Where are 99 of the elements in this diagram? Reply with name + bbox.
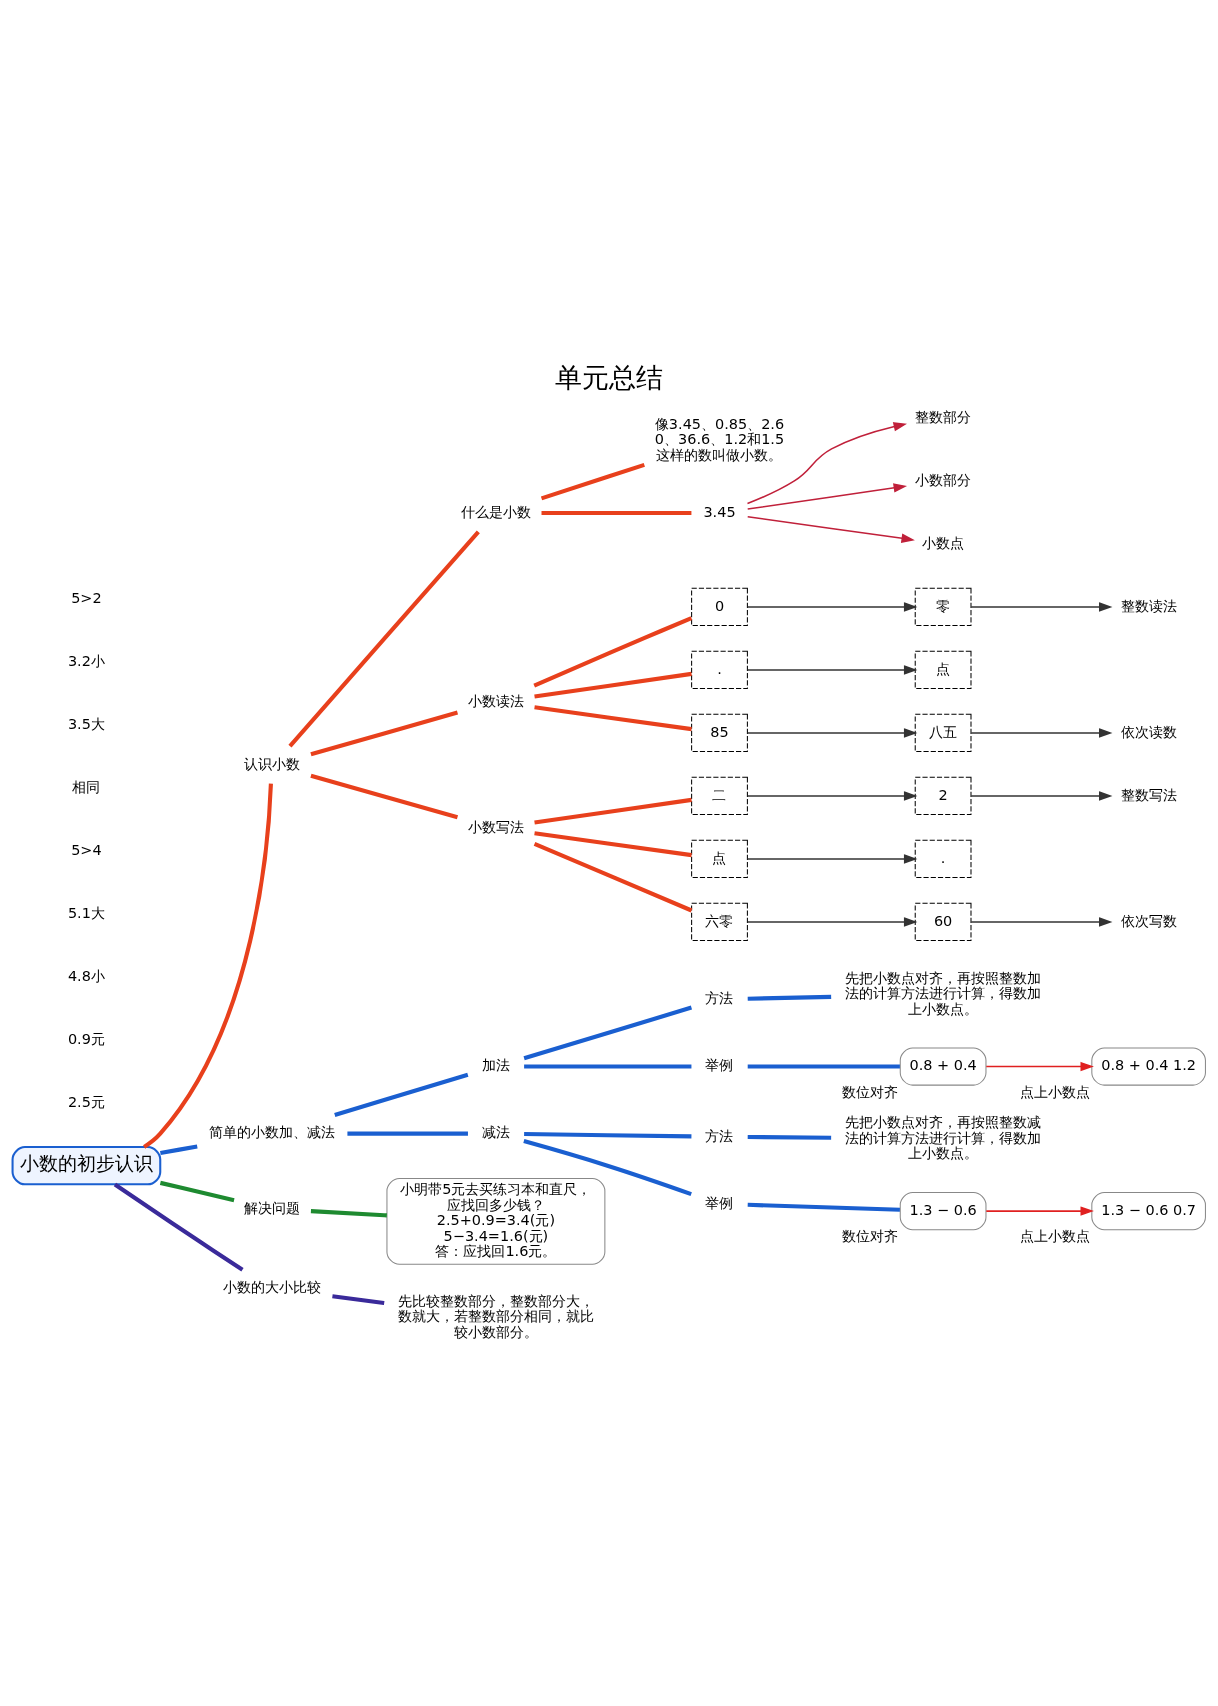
connector	[747, 1134, 832, 1140]
node-label: 数位对齐	[842, 1083, 899, 1100]
node-box: 零	[914, 587, 972, 627]
node-label: 点上小数点	[1019, 1083, 1090, 1100]
node-box: 六零	[691, 902, 748, 942]
node-text: 简单的小数加、减法	[209, 1124, 336, 1141]
node-box: 0	[691, 587, 748, 627]
connector	[534, 705, 692, 732]
node-text: 认识小数	[244, 755, 301, 772]
label: 2.5元	[67, 1093, 105, 1110]
connector	[534, 671, 692, 699]
node-text: 3.45	[703, 503, 736, 520]
arrow	[746, 483, 908, 510]
label: 4.8小	[67, 967, 105, 984]
label: 5.1大	[67, 904, 105, 921]
arrow	[746, 854, 918, 864]
node-text: 像3.45、0.85、2.60、36.6、1.2和1.5这样的数叫做小数。	[654, 415, 785, 463]
node-text: 解决问题	[244, 1199, 301, 1216]
node-text: 小数的大小比较	[223, 1279, 322, 1296]
arrow	[746, 665, 918, 675]
connector	[332, 1294, 385, 1306]
node-box: 二	[691, 776, 748, 816]
label: 3.2小	[67, 652, 105, 669]
node-text: 方法	[705, 990, 734, 1007]
node-text: 方法	[705, 1127, 734, 1144]
node-text: 依次读数	[1120, 723, 1177, 740]
node-text: 加法	[481, 1057, 510, 1074]
node-box: 小数的初步认识	[11, 1146, 162, 1186]
connector	[747, 994, 832, 1001]
node-box: 小明带5元去买练习本和直尺，应找回多少钱？ 2.5+0.9=3.4(元) 5−3.4=1.6(元) 答：应找回1.6元。	[386, 1178, 606, 1265]
diagram-title: 单元总结	[555, 361, 663, 393]
node-label: 数位对齐	[842, 1228, 899, 1245]
connector	[747, 1202, 900, 1212]
node-text: 先比较整数部分，整数部分大，数就大，若整数部分相同，就比较小数部分。	[397, 1292, 594, 1340]
connector	[533, 842, 693, 913]
label: 5>2	[71, 589, 102, 606]
arrow	[970, 602, 1113, 612]
node-box: 1.3 − 0.6 0.7	[1091, 1192, 1206, 1231]
arrow	[985, 1061, 1094, 1072]
node-text: 小数写法	[467, 818, 524, 835]
node-text: 先把小数点对齐，再按照整数加法的计算方法进行计算，得数加上小数点。	[845, 969, 1042, 1017]
arrow	[970, 728, 1113, 738]
arrow	[746, 422, 907, 505]
node-text: 减法	[481, 1124, 510, 1141]
label: 相同	[72, 778, 101, 795]
node-box: 1.3 − 0.6	[899, 1192, 987, 1231]
label: 5>4	[71, 841, 102, 858]
arrow	[746, 602, 918, 612]
node-box: .	[914, 839, 972, 879]
connector	[524, 1064, 692, 1069]
node-box: 0.8 + 0.4	[899, 1047, 987, 1086]
node-text: 整数部分	[915, 408, 972, 425]
connector	[310, 773, 459, 820]
connector	[334, 1072, 469, 1118]
node-text: 举例	[705, 1194, 734, 1211]
connector	[534, 797, 692, 825]
arrow	[970, 917, 1113, 927]
arrow	[746, 728, 918, 738]
connector	[143, 783, 273, 1149]
connector	[533, 616, 693, 688]
node-box: 60	[914, 902, 972, 942]
node-box: 0.8 + 0.4 1.2	[1091, 1047, 1206, 1086]
connector	[113, 1182, 244, 1272]
connector	[540, 462, 645, 501]
node-text: 先把小数点对齐，再按照整数减法的计算方法进行计算，得数加上小数点。	[845, 1114, 1042, 1162]
arrow	[746, 917, 918, 927]
node-box: 2	[914, 776, 972, 816]
node-label: 点上小数点	[1019, 1228, 1090, 1245]
connector	[288, 530, 480, 748]
arrow	[746, 791, 918, 801]
connector	[159, 1180, 235, 1203]
connector	[523, 1139, 692, 1197]
connector	[310, 1209, 387, 1218]
node-box: 八五	[914, 713, 972, 753]
node-box: 点	[691, 839, 748, 879]
connector	[524, 1131, 692, 1139]
node-text: 依次写数	[1120, 912, 1177, 929]
connector	[747, 1064, 900, 1069]
label: 0.9元	[67, 1030, 105, 1047]
connector	[310, 710, 459, 757]
node-text: 小数读法	[467, 692, 524, 709]
node-box: 85	[691, 713, 748, 753]
connector	[347, 1131, 468, 1136]
connector	[541, 510, 692, 515]
arrow	[985, 1206, 1094, 1216]
arrow	[746, 515, 915, 543]
node-box: 点	[914, 650, 972, 690]
node-text: 小数部分	[915, 471, 972, 488]
arrow	[970, 791, 1113, 801]
connector	[523, 1005, 693, 1061]
label: 3.5大	[67, 715, 105, 732]
node-text: 小数点	[922, 534, 965, 551]
node-text: 整数写法	[1120, 786, 1177, 803]
connector	[534, 831, 692, 858]
node-text: 举例	[705, 1057, 734, 1074]
node-text: 什么是小数	[460, 503, 531, 520]
connector	[160, 1144, 198, 1155]
node-box: .	[691, 650, 748, 690]
node-text: 整数读法	[1120, 597, 1177, 614]
